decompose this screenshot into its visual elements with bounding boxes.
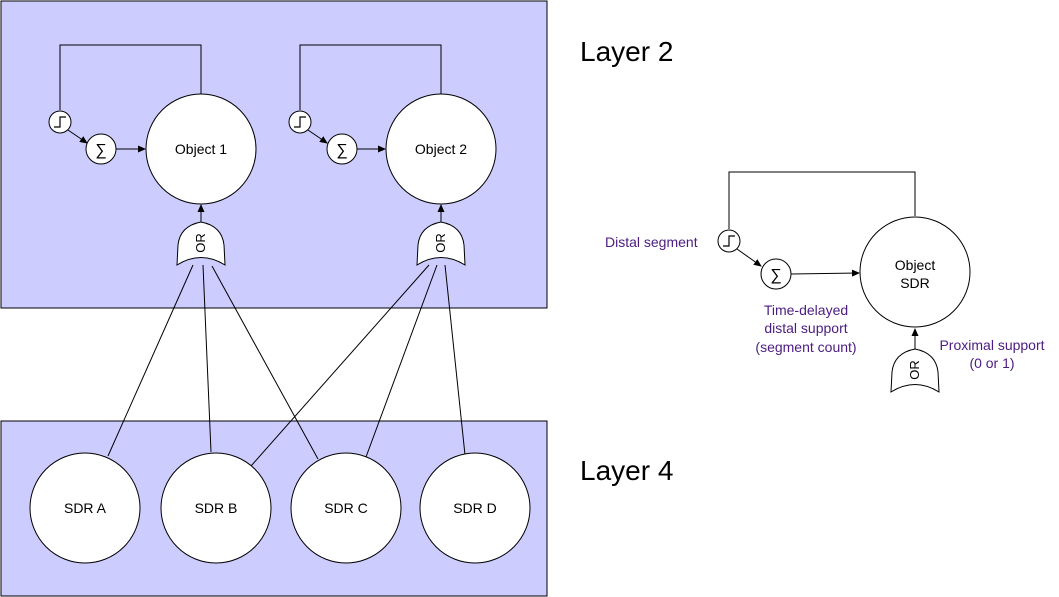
object1-sum-symbol: ∑ xyxy=(95,142,106,159)
sdr-c-node xyxy=(290,452,402,564)
object2-sum-symbol: ∑ xyxy=(336,142,347,159)
legend-proximal-line2: (0 or 1) xyxy=(969,355,1014,371)
sdr-d-label: SDR D xyxy=(453,500,497,516)
object2-label: Object 2 xyxy=(415,141,467,157)
object1-or-gate: OR xyxy=(176,221,226,266)
legend-sum-to-object-arrow xyxy=(790,269,860,277)
sdr-a-label: SDR A xyxy=(64,500,107,516)
object2-or-gate: OR xyxy=(416,221,466,266)
layer4-title: Layer 4 xyxy=(580,455,673,486)
sdr-b-label: SDR B xyxy=(195,500,238,516)
connection-sdr-d-object2 xyxy=(444,264,466,456)
legend-object-node xyxy=(859,216,971,328)
legend-object-label-line1: Object xyxy=(895,257,936,273)
connections xyxy=(107,264,466,467)
legend-distal-segment-label: Distal segment xyxy=(605,234,698,250)
legend-time-delayed-line2: distal support xyxy=(764,320,847,336)
object1-label: Object 1 xyxy=(175,141,227,157)
sdr-b-node xyxy=(160,452,272,564)
legend-feedback-loop xyxy=(728,171,916,229)
object1-step-icon xyxy=(48,110,72,134)
legend-time-delayed-line3: (segment count) xyxy=(755,339,856,355)
connection-sdr-c-object1 xyxy=(211,265,319,460)
object2-feedback-loop xyxy=(299,44,442,110)
legend-sum-symbol: ∑ xyxy=(770,267,781,284)
legend-step-icon xyxy=(717,229,741,253)
legend-time-delayed-line1: Time-delayed xyxy=(764,302,848,318)
connection-sdr-c-object2 xyxy=(365,264,438,458)
connection-sdr-b-object2 xyxy=(250,264,430,467)
object2-or-label: OR xyxy=(433,233,448,253)
legend-proximal-line1: Proximal support xyxy=(939,337,1044,353)
object2-step-icon xyxy=(288,110,312,134)
legend-or-label: OR xyxy=(907,360,922,380)
sdr-c-label: SDR C xyxy=(324,500,368,516)
legend-object-label-line2: SDR xyxy=(900,275,930,291)
object1-step-to-sum-arrow xyxy=(67,129,88,144)
object1-feedback-loop xyxy=(59,44,202,110)
connection-sdr-a-object1 xyxy=(107,264,194,457)
sdr-d-node xyxy=(419,452,531,564)
layer2-title: Layer 2 xyxy=(580,36,673,67)
legend-step-to-sum-arrow xyxy=(736,248,762,267)
connection-sdr-b-object1 xyxy=(202,264,212,453)
sdr-a-node xyxy=(29,452,141,564)
object2-step-to-sum-arrow xyxy=(307,129,328,144)
object1-or-label: OR xyxy=(193,233,208,253)
legend-or-gate: OR xyxy=(890,348,940,393)
